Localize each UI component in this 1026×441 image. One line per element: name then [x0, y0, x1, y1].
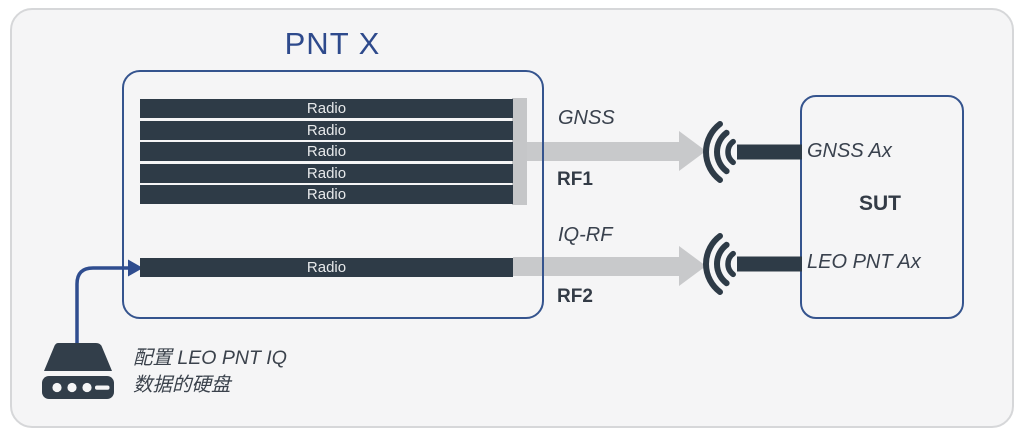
iq-rf-signal-label: IQ-RF [558, 224, 613, 246]
drive-caption-line2: 数据的硬盘 [133, 374, 231, 396]
radio-module: Radio [140, 163, 513, 183]
gnss-signal-label: GNSS [558, 107, 615, 129]
sut-box [800, 95, 964, 319]
pnt-x-title: PNT X [284, 26, 381, 61]
gnss-rf1-arrow [525, 142, 680, 161]
radio-module-iq: Radio [140, 258, 513, 277]
rf1-port-label: RF1 [557, 169, 593, 190]
leo-pnt-ax-label: LEO PNT Ax [807, 251, 921, 273]
gnss-rf1-arrowhead-icon [679, 131, 706, 171]
iq-rf2-arrowhead-icon [679, 246, 706, 286]
iq-rf2-arrow [513, 257, 680, 276]
diagram-card [10, 8, 1014, 428]
radio-module: Radio [140, 99, 513, 118]
drive-caption-line1: 配置 LEO PNT IQ [133, 347, 287, 369]
gnss-ax-label: GNSS Ax [807, 140, 892, 162]
radio-module: Radio [140, 185, 513, 204]
drive-to-radio-arrow [75, 259, 143, 349]
hard-drive-icon [42, 343, 114, 399]
radio-module: Radio [140, 142, 513, 161]
leo-pnt-antenna-icon [703, 233, 802, 295]
pnt-x-box [122, 70, 544, 319]
drive-caption: 配置 LEO PNT IQ 数据的硬盘 [133, 345, 287, 399]
sut-label: SUT [859, 192, 901, 215]
radio-module: Radio [140, 120, 513, 140]
radio-bus-connector [512, 98, 527, 205]
gnss-antenna-icon [703, 121, 802, 183]
rf2-port-label: RF2 [557, 286, 593, 307]
